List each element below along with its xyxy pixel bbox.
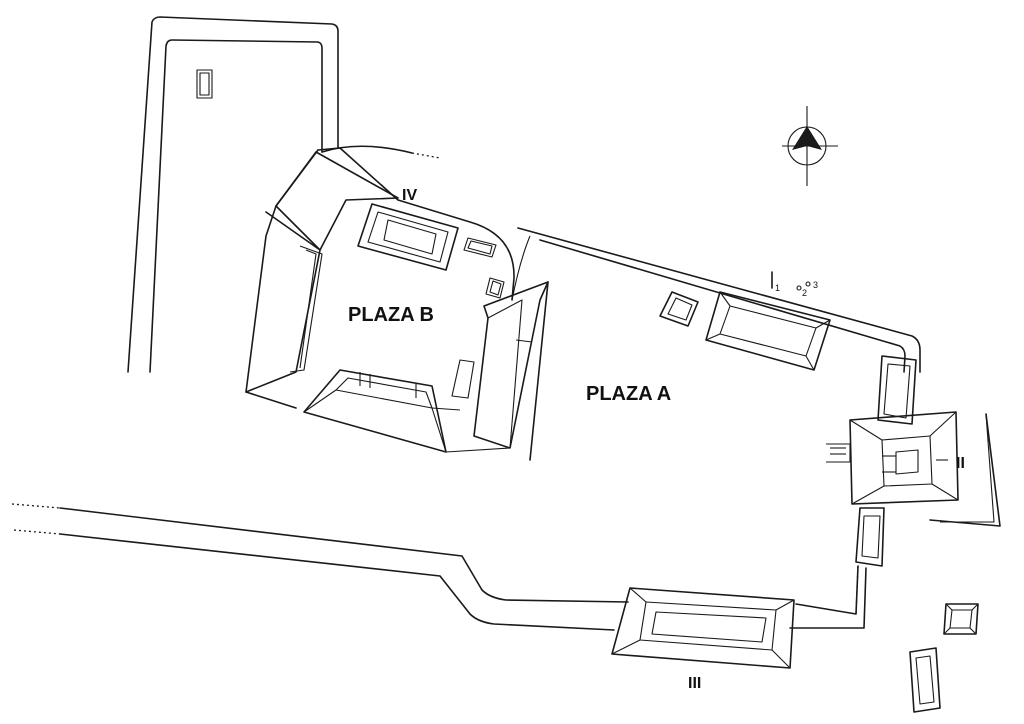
plaza-a-small-mound [659, 291, 699, 327]
plaza-a-label: PLAZA A [586, 383, 671, 405]
marker-3-label: 3 [813, 280, 818, 290]
north-wall-arc [321, 145, 441, 159]
north-arrow-icon [782, 106, 838, 186]
southeast-mounds [909, 603, 979, 713]
southern-causeway [11, 503, 867, 631]
marker-1-label: 1 [775, 283, 780, 293]
plaza-a-north-wall [511, 227, 921, 373]
structure-ii-label: II [956, 455, 965, 472]
structure-iii-label: III [688, 675, 701, 692]
plaza-b-complex [245, 147, 549, 461]
structure-ii-group [826, 355, 1001, 567]
stela-markers: 1 2 3 [771, 271, 818, 298]
structure-iii [611, 587, 795, 669]
plaza-a-north-structure [705, 291, 831, 371]
northwest-enclosure [127, 16, 339, 373]
plaza-b-label: PLAZA B [348, 304, 434, 326]
marker-2-label: 2 [802, 288, 807, 298]
structure-iv-label: IV [402, 187, 417, 204]
